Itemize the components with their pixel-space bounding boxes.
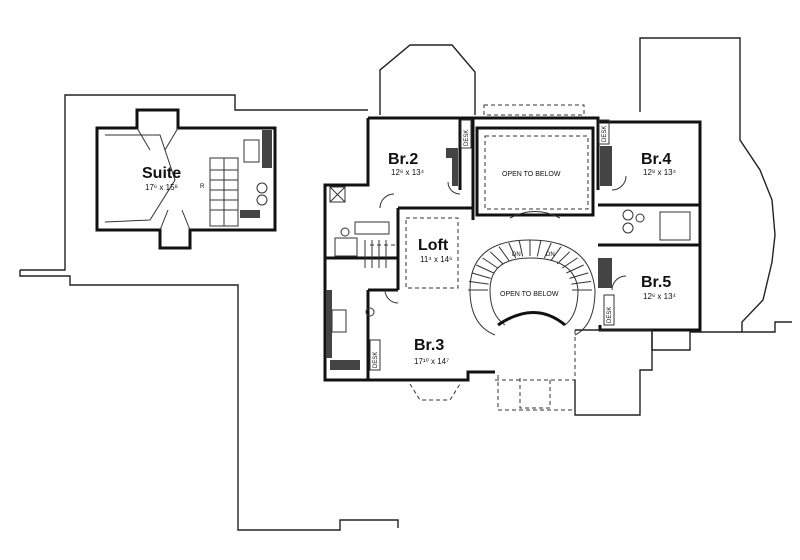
room-name-br2: Br.2 — [388, 151, 418, 168]
stair-tread — [476, 264, 494, 274]
room-dims-loft: 11⁴ x 14⁶ — [420, 255, 452, 264]
open-to-below-upper: OPEN TO BELOW — [502, 171, 561, 178]
room-dims-br3: 17¹⁰ x 14⁷ — [414, 357, 449, 366]
room-name-suite: Suite — [142, 165, 181, 182]
room-name-br5: Br.5 — [641, 274, 671, 291]
room-dims-br2: 12⁸ x 13⁴ — [391, 168, 425, 177]
room-dims-suite: 17⁶ x 15⁸ — [145, 183, 178, 192]
desks: DESK DESK DESK DESK — [369, 119, 615, 371]
room-dims-br4: 12⁸ x 13⁴ — [643, 168, 677, 177]
stair-tread — [561, 257, 578, 269]
desk-label-br5: DESK — [607, 307, 613, 323]
stair-tread — [536, 240, 542, 257]
curved-staircase — [468, 239, 596, 336]
stair-tread — [468, 280, 489, 285]
desk-label-br2: DESK — [464, 130, 470, 146]
stair-tread — [471, 272, 491, 279]
suite-block — [95, 108, 277, 250]
room-name-br4: Br.4 — [641, 151, 671, 168]
closets — [326, 146, 691, 370]
site-outline — [19, 37, 792, 531]
desk-label-br4: DESK — [602, 126, 608, 142]
stair-tread — [482, 257, 499, 269]
doors — [379, 175, 627, 304]
stair-tread — [518, 240, 524, 257]
stair-tread — [566, 264, 584, 274]
stair-tread — [556, 251, 571, 265]
stair-tread — [571, 280, 592, 285]
stair-tread — [550, 246, 562, 261]
room-name-br3: Br.3 — [414, 337, 444, 354]
stair-tread — [489, 251, 504, 265]
stair-down-right: DN — [546, 252, 555, 258]
room-labels: Suite 17⁶ x 15⁸ Br.2 12⁸ x 13⁴ Br.3 17¹⁰… — [142, 151, 677, 366]
room-dims-br5: 12⁶ x 13⁴ — [643, 292, 677, 301]
stair-tread — [543, 242, 552, 259]
stair-tread — [569, 272, 589, 279]
stair-down-left: DN — [512, 252, 521, 258]
desk-label-br3: DESK — [373, 352, 379, 368]
stair-tread — [498, 246, 510, 261]
suite-stair-riser: R — [200, 184, 205, 190]
lower-right-block — [574, 329, 653, 416]
open-to-below-stair: OPEN TO BELOW — [500, 291, 559, 298]
room-name-loft: Loft — [418, 237, 449, 254]
stair-tread — [508, 242, 517, 259]
